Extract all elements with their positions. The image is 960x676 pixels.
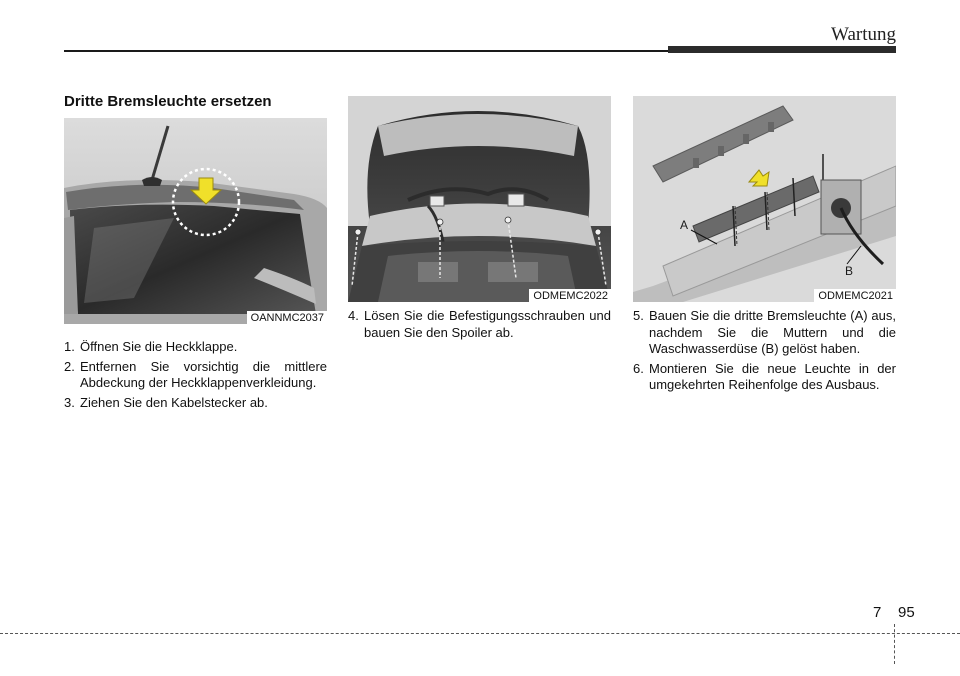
step-text: Montieren Sie die neue Leuchte in der um…: [649, 360, 896, 393]
step-5: 5. Bauen Sie die dritte Bremsleuchte (A)…: [633, 308, 896, 358]
footer-rule: [0, 633, 960, 634]
figure-brake-light: A B ODMEMC2021: [633, 96, 896, 302]
figure-code: OANNMC2037: [246, 311, 327, 324]
step-text: Lösen Sie die Befestigungsschrauben und …: [364, 308, 611, 340]
step-number: 5.: [633, 308, 644, 323]
callout-label-b: B: [845, 264, 854, 278]
header-bar: [668, 46, 896, 53]
figure-tailgate-screws: ODMEMC2022: [348, 96, 611, 302]
step-number: 2.: [64, 358, 75, 374]
page-number-separator: [894, 624, 895, 664]
down-arrow-icon: [189, 177, 223, 205]
up-arrow-icon: [747, 169, 770, 187]
callout-label-a: A: [680, 218, 689, 232]
step-3: 3. Ziehen Sie den Kabelstecker ab.: [64, 395, 327, 412]
header-rule: [64, 50, 668, 52]
step-6: 6. Montieren Sie die neue Leuchte in der…: [633, 361, 896, 394]
figure-code: ODMEMC2021: [814, 289, 896, 302]
rear-spoiler-illustration: [64, 118, 327, 324]
figure-rear-spoiler: OANNMC2037: [64, 118, 327, 324]
step-text: Ziehen Sie den Kabelstecker ab.: [80, 394, 268, 410]
brake-light-illustration: [633, 96, 896, 302]
step-text: Bauen Sie die dritte Bremsleuchte (A) au…: [649, 308, 896, 356]
step-text: Entfernen Sie vorsichtig die mittlere Ab…: [80, 358, 327, 391]
section-heading: Dritte Bremsleuchte ersetzen: [64, 93, 272, 110]
step-number: 1.: [64, 339, 75, 354]
steps-column-3: 5. Bauen Sie die dritte Bremsleuchte (A)…: [633, 308, 896, 397]
step-number: 4.: [348, 308, 359, 323]
steps-column-2: 4. Lösen Sie die Befestigungsschrauben u…: [348, 308, 611, 344]
page-number: 95: [898, 604, 915, 621]
figure-code: ODMEMC2022: [529, 289, 611, 302]
step-text: Öffnen Sie die Heckklappe.: [80, 339, 238, 354]
tailgate-screws-illustration: [348, 96, 611, 302]
step-1: 1. Öffnen Sie die Heckklappe.: [64, 339, 327, 356]
chapter-number: 7: [873, 604, 882, 621]
step-number: 3.: [64, 394, 75, 410]
step-2: 2. Entfernen Sie vorsichtig die mittlere…: [64, 359, 327, 392]
step-number: 6.: [633, 360, 644, 376]
steps-column-1: 1. Öffnen Sie die Heckklappe. 2. Entfern…: [64, 339, 327, 414]
step-4: 4. Lösen Sie die Befestigungsschrauben u…: [348, 308, 611, 341]
running-header-title: Wartung: [831, 24, 896, 45]
